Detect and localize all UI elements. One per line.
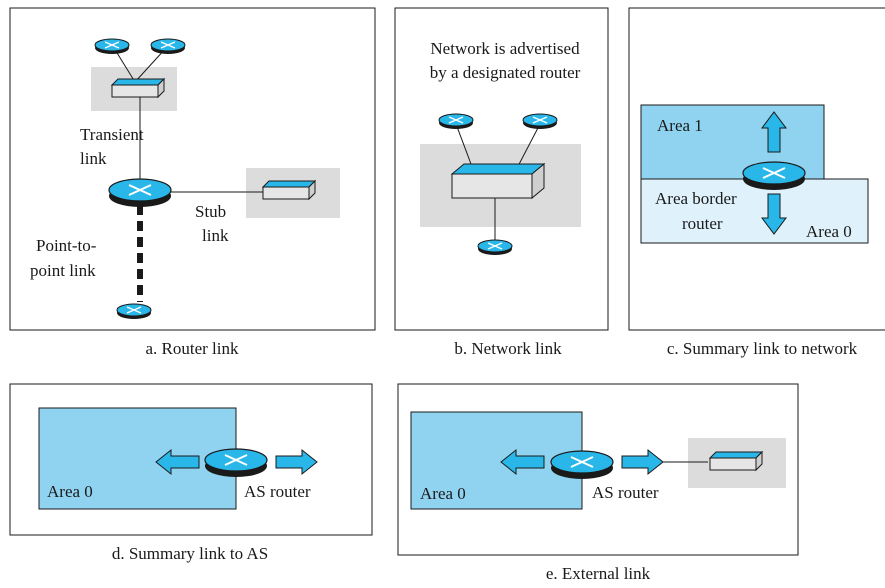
as-router-label: AS router [592,483,659,502]
area-1-label: Area 1 [657,116,703,135]
transient-link-label-line1: Transient [80,125,144,144]
panel-summary-link-to-as: Area 0 AS router d. Summary link to AS [9,383,373,563]
abr-label-line1: Area border [655,189,737,208]
area-0-label: Area 0 [806,222,852,241]
panel-network-link: Network is advertised by a designated ro… [394,7,609,358]
panel-c-caption: c. Summary link to network [667,339,858,358]
p2p-link-label-line1: Point-to- [36,236,97,255]
panel-b-caption: b. Network link [454,339,562,358]
panel-summary-link-to-network: Area 1 Area border router Area 0 c. Summ… [628,7,885,358]
area-0-label: Area 0 [47,482,93,501]
network-note-line2: by a designated router [430,63,581,82]
router-icon [94,38,130,55]
switch-icon [111,78,165,98]
router-icon [204,448,268,478]
panel-e-caption: e. External link [546,564,651,583]
router-icon [150,38,186,55]
router-icon [477,239,513,256]
panel-d-caption: d. Summary link to AS [112,544,268,563]
arrow-down-icon [761,193,787,235]
arrow-up-icon [761,111,787,153]
switch-icon [709,451,763,471]
router-icon [438,113,474,130]
router-icon [108,178,172,208]
network-note-line1: Network is advertised [430,39,580,58]
panel-router-link: Transient link Stub link Point-to- point… [9,7,376,358]
area-0-region [38,407,237,510]
stub-link-label-line1: Stub [195,202,226,221]
panel-external-link: Area 0 AS router e. External link [397,383,799,583]
arrow-left-icon [500,448,545,476]
router-icon [522,113,558,130]
arrow-left-icon [155,448,200,476]
router-to-switch-link-right [134,47,167,83]
switch-icon [451,163,545,199]
abr-label-line2: router [682,214,723,233]
arrow-right-icon [621,448,664,476]
router-icon [116,303,152,320]
panel-a-caption: a. Router link [145,339,239,358]
p2p-link-label-line2: point link [30,261,96,280]
area-0-label: Area 0 [420,484,466,503]
as-router-label: AS router [244,482,311,501]
switch-icon [262,180,316,200]
transient-link-label-line2: link [80,149,107,168]
stub-link-label-line2: link [202,226,229,245]
router-icon [550,450,614,480]
router-icon [742,161,806,191]
arrow-right-icon [275,448,318,476]
